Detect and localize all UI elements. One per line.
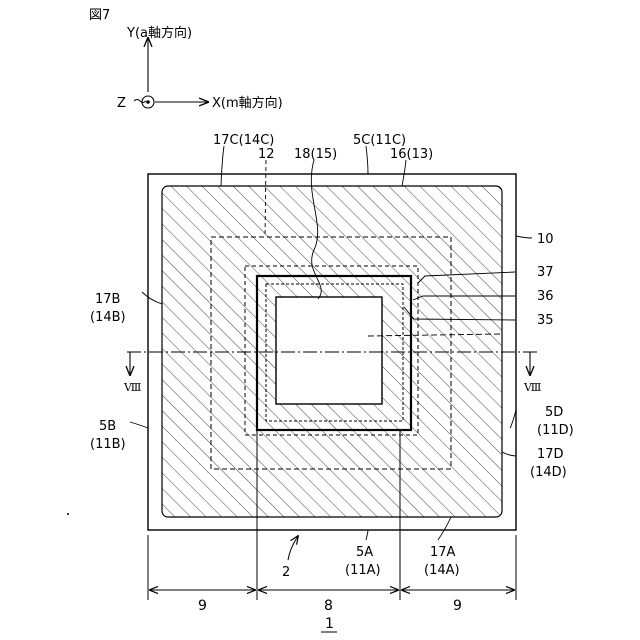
section-label-right: Ⅷ <box>523 381 541 394</box>
label-5a: 5A <box>356 545 373 560</box>
stray-dot <box>67 513 69 515</box>
coordinate-axes: Y(a軸方向) X(m軸方向) Z <box>117 25 283 111</box>
x-axis-label: X(m軸方向) <box>212 95 283 111</box>
label-11a: (11A) <box>345 563 381 578</box>
label-36: 36 <box>537 289 554 304</box>
dimension-center: 8 <box>324 598 333 614</box>
label-16: 16(13) <box>390 147 433 162</box>
figure-number: 1 <box>325 616 334 632</box>
label-5b: 5B <box>99 419 116 434</box>
label-17a: 17A <box>430 545 456 560</box>
dimension-left: 9 <box>198 598 207 614</box>
label-35: 35 <box>537 313 554 328</box>
label-11d: (11D) <box>537 423 574 438</box>
label-12: 12 <box>258 147 275 162</box>
label-2: 2 <box>282 565 290 580</box>
label-17c: 17C(14C) <box>213 133 274 148</box>
window-18 <box>276 297 382 404</box>
z-axis-label: Z <box>117 96 126 111</box>
y-axis-label: Y(a軸方向) <box>126 25 192 41</box>
label-5c: 5C(11C) <box>353 133 406 148</box>
label-10: 10 <box>537 232 554 247</box>
section-label-left: Ⅷ <box>123 381 141 394</box>
dimension-right: 9 <box>453 598 462 614</box>
label-18: 18(15) <box>294 147 337 162</box>
label-14b: (14B) <box>90 310 126 325</box>
label-37: 37 <box>537 265 554 280</box>
label-17d: 17D <box>537 447 564 462</box>
label-17b: 17B <box>95 292 120 307</box>
figure-label: 図7 <box>89 8 110 23</box>
label-14d: (14D) <box>530 465 567 480</box>
label-11b: (11B) <box>90 437 126 452</box>
arrow-2 <box>288 536 298 560</box>
label-5d: 5D <box>545 405 563 420</box>
label-14a: (14A) <box>424 563 460 578</box>
